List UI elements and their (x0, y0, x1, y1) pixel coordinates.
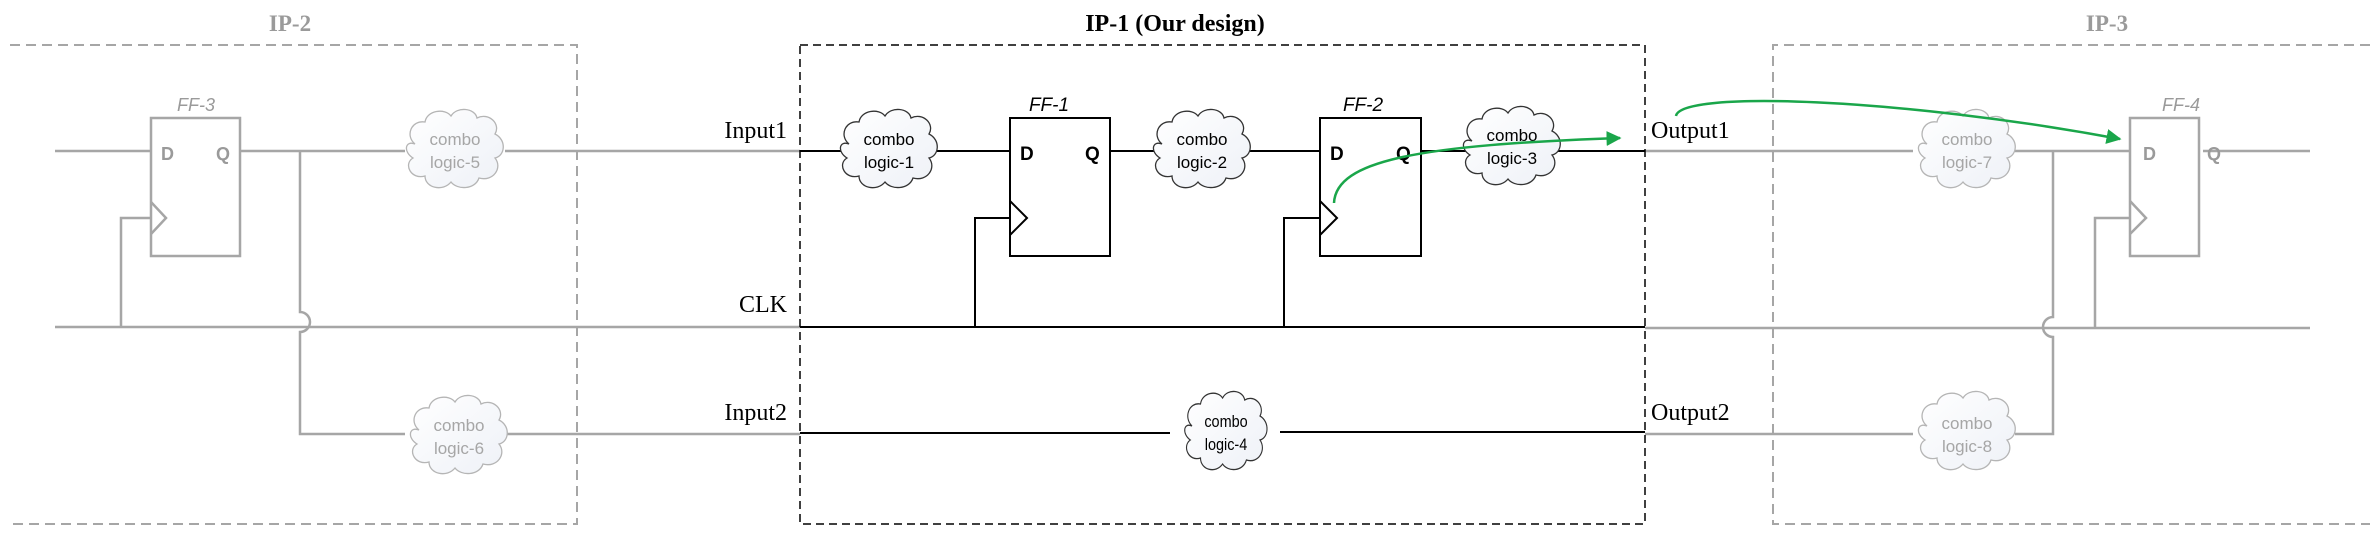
combo-logic-8: combo logic-8 (1917, 390, 2016, 471)
combo-logic-4-line2: logic-4 (1205, 436, 1248, 454)
ff2-d-pin: D (1330, 144, 1344, 165)
combo-logic-1-line1: combo (863, 130, 914, 149)
ip1-title: IP-1 (Our design) (1085, 11, 1265, 37)
combo-logic-2: combo logic-2 (1152, 108, 1251, 189)
combo-logic-1: combo logic-1 (839, 108, 938, 189)
combo-logic-7-line1: combo (1941, 130, 1992, 149)
combo-logic-6: combo logic-6 (409, 394, 508, 475)
ip3-boundary (1772, 44, 2370, 525)
ip1-boundary (799, 44, 1646, 525)
internal-timing-path-arrow (1332, 130, 1622, 204)
combo-logic-2-line2: logic-2 (1177, 153, 1227, 172)
combo-logic-4-line1: combo (1204, 413, 1248, 431)
ip3-block: IP-3 FF-4 D Q combo logic-7 combo (1645, 11, 2370, 525)
combo-logic-8-line1: combo (1941, 414, 1992, 433)
combo-logic-1-line2: logic-1 (864, 153, 914, 172)
combo-logic-3-line1: combo (1486, 126, 1537, 145)
ip2-title: IP-2 (269, 11, 311, 36)
ff3-label: FF-3 (177, 95, 215, 115)
combo-logic-5-line1: combo (429, 130, 480, 149)
ip2-block: IP-2 FF-3 D Q combo logic-5 (10, 11, 800, 525)
external-timing-path-arrow (1674, 99, 2122, 144)
combo-logic-7-line2: logic-7 (1942, 153, 1992, 172)
combo-logic-6-line1: combo (433, 416, 484, 435)
ff4-label: FF-4 (2162, 95, 2200, 115)
ff4-d-pin: D (2143, 144, 2156, 164)
output2-port-label: Output2 (1651, 400, 1730, 426)
clk-port-label: CLK (739, 292, 788, 318)
ff2-label: FF-2 (1343, 95, 1384, 116)
ff1-label: FF-1 (1029, 95, 1069, 116)
ff3-d-pin: D (161, 144, 174, 164)
combo-logic-6-line2: logic-6 (434, 439, 484, 458)
ip3-title: IP-3 (2086, 11, 2128, 36)
combo-logic-5-line2: logic-5 (430, 153, 480, 172)
ip2-wires (55, 149, 800, 436)
combo-logic-8-line2: logic-8 (1942, 437, 1992, 456)
ff4: FF-4 D Q (2128, 95, 2221, 258)
ff3: FF-3 D Q (149, 95, 242, 258)
ip1-wires (800, 150, 1645, 434)
ff1-q-pin: Q (1085, 144, 1100, 165)
combo-logic-7: combo logic-7 (1917, 108, 2016, 189)
output1-port-label: Output1 (1651, 118, 1730, 144)
ff4-q-pin: Q (2207, 144, 2221, 164)
combo-logic-2-line1: combo (1176, 130, 1227, 149)
ff3-q-pin: Q (216, 144, 230, 164)
ff1: FF-1 D Q (1009, 95, 1111, 257)
combo-logic-4: combo logic-4 (1184, 390, 1268, 471)
ip3-wires (1645, 149, 2310, 436)
combo-logic-3: combo logic-3 (1462, 105, 1561, 186)
input2-port-label: Input2 (724, 400, 787, 426)
ip2-boundary (10, 44, 578, 525)
ff2-q-pin: Q (1396, 144, 1411, 165)
combo-logic-3-line2: logic-3 (1487, 149, 1537, 168)
ip1-block: IP-1 (Our design) Input1 CLK Input2 Outp… (724, 11, 1730, 525)
input1-port-label: Input1 (724, 118, 787, 144)
combo-logic-5: combo logic-5 (405, 108, 504, 189)
ff1-d-pin: D (1020, 144, 1034, 165)
ff2: FF-2 D Q (1319, 95, 1422, 257)
